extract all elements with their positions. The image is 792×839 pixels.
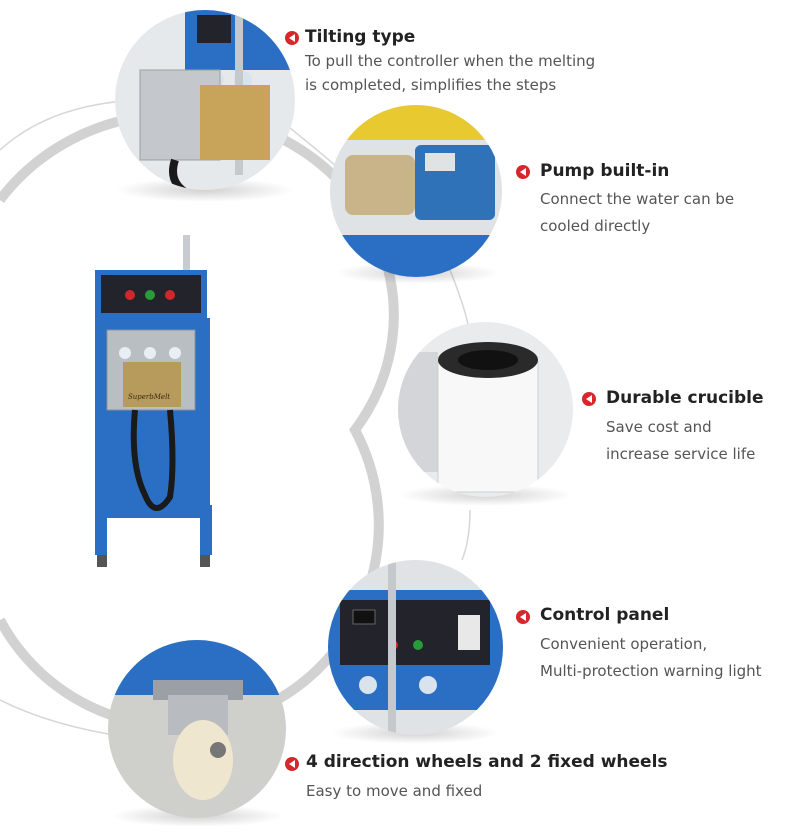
main-machine-image xyxy=(75,235,235,580)
feature-desc-tilting-type-1: To pull the controller when the melting xyxy=(305,52,596,70)
feature-desc-wheels-1: Easy to move and fixed xyxy=(306,782,483,800)
pump-image xyxy=(330,105,502,277)
brand-logo: SuperbMelt xyxy=(128,393,171,401)
tilting-type-image xyxy=(115,10,295,190)
feature-desc-control-panel-1: Convenient operation, xyxy=(540,635,708,653)
tilting-type-bullet-icon xyxy=(285,31,299,45)
feature-desc-crucible-2: increase service life xyxy=(606,445,756,463)
wheels-bullet-icon xyxy=(285,757,299,771)
feature-desc-pump-1: Connect the water can be xyxy=(540,190,735,208)
feature-title-pump: Pump built-in xyxy=(540,161,670,181)
wheels-image xyxy=(108,640,286,818)
feature-desc-pump-2: cooled directly xyxy=(540,217,651,235)
feature-title-wheels: 4 direction wheels and 2 fixed wheels xyxy=(306,752,668,772)
feature-desc-crucible-1: Save cost and xyxy=(606,418,712,436)
feature-title-crucible: Durable crucible xyxy=(606,388,764,408)
feature-title-tilting-type: Tilting type xyxy=(305,27,416,47)
feature-desc-tilting-type-2: is completed, simplifies the steps xyxy=(305,76,557,94)
feature-title-control-panel: Control panel xyxy=(540,605,670,625)
crucible-bullet-icon xyxy=(582,392,596,406)
control-panel-bullet-icon xyxy=(516,610,530,624)
control-panel-image xyxy=(328,560,503,735)
pump-bullet-icon xyxy=(516,165,530,179)
crucible-image xyxy=(398,322,573,497)
feature-desc-control-panel-2: Multi-protection warning light xyxy=(540,662,762,680)
